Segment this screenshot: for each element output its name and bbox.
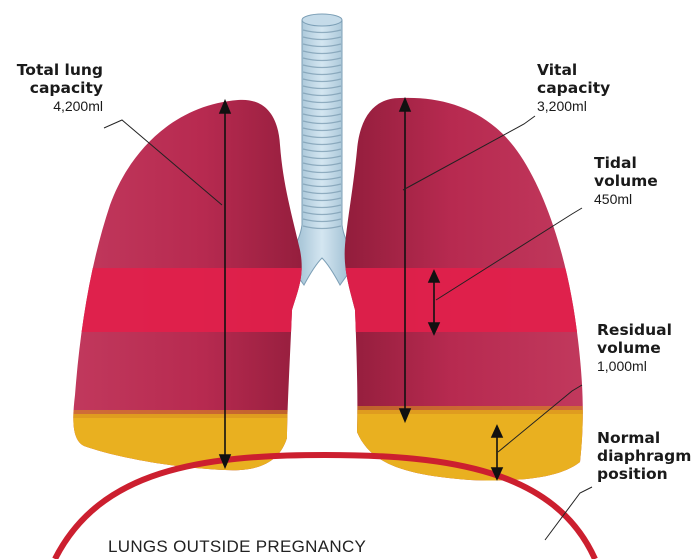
residual-volume-value: 1,000ml bbox=[597, 358, 692, 374]
normal-diaphragm-position-title: Normal diaphragm position bbox=[597, 430, 697, 483]
left-lung bbox=[60, 90, 320, 494]
tidal-volume-value: 450ml bbox=[594, 191, 684, 207]
vital-capacity-value: 3,200ml bbox=[537, 98, 627, 114]
vital-capacity-label: Vital capacity 3,200ml bbox=[537, 62, 627, 114]
total-lung-capacity-label: Total lung capacity 4,200ml bbox=[6, 62, 103, 114]
total-lung-capacity-title: Total lung capacity bbox=[6, 62, 103, 98]
residual-volume-title: Residual volume bbox=[597, 322, 692, 358]
normal-diaphragm-position-label: Normal diaphragm position bbox=[597, 430, 697, 483]
diagram-caption: LUNGS OUTSIDE PREGNANCY bbox=[108, 537, 366, 557]
vital-capacity-title: Vital capacity bbox=[537, 62, 627, 98]
total-lung-capacity-value: 4,200ml bbox=[6, 98, 103, 114]
tidal-volume-title: Tidal volume bbox=[594, 155, 684, 191]
tidal-volume-label: Tidal volume 450ml bbox=[594, 155, 684, 207]
residual-volume-label: Residual volume 1,000ml bbox=[597, 322, 692, 374]
right-lung bbox=[335, 90, 595, 490]
diaphragm-position-leader bbox=[545, 487, 592, 540]
